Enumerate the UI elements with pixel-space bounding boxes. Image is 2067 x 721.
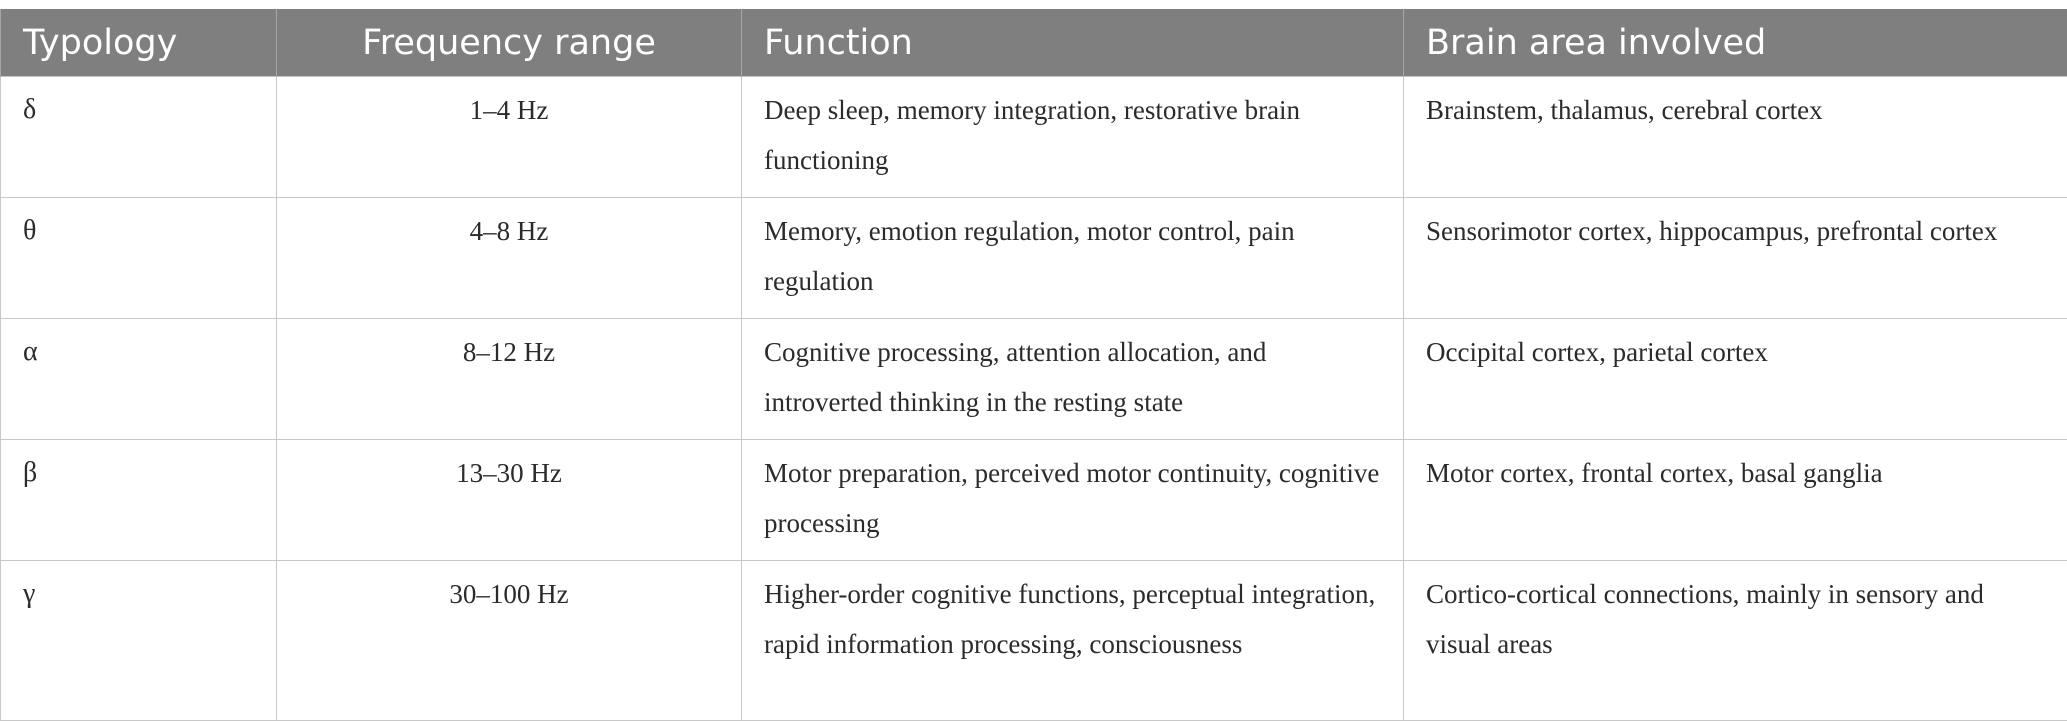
eeg-band-table: Typology Frequency range Function Brain … bbox=[0, 9, 2067, 721]
table-row: δ 1–4 Hz Deep sleep, memory integration,… bbox=[1, 77, 2067, 198]
cell-typology: δ bbox=[1, 77, 277, 198]
table-row: α 8–12 Hz Cognitive processing, attentio… bbox=[1, 319, 2067, 440]
table-body: δ 1–4 Hz Deep sleep, memory integration,… bbox=[1, 77, 2067, 721]
cell-function: Deep sleep, memory integration, restorat… bbox=[742, 77, 1404, 198]
header-brain-area: Brain area involved bbox=[1404, 9, 2067, 77]
cell-function: Cognitive processing, attention allocati… bbox=[742, 319, 1404, 440]
cell-brain-area: Sensorimotor cortex, hippocampus, prefro… bbox=[1404, 198, 2067, 319]
header-function: Function bbox=[742, 9, 1404, 77]
table-row: β 13–30 Hz Motor preparation, perceived … bbox=[1, 440, 2067, 561]
cell-frequency: 1–4 Hz bbox=[277, 77, 742, 198]
cell-frequency: 8–12 Hz bbox=[277, 319, 742, 440]
cell-typology: α bbox=[1, 319, 277, 440]
header-frequency-range: Frequency range bbox=[277, 9, 742, 77]
table-row: θ 4–8 Hz Memory, emotion regulation, mot… bbox=[1, 198, 2067, 319]
header-typology: Typology bbox=[1, 9, 277, 77]
cell-typology: θ bbox=[1, 198, 277, 319]
cell-function: Higher-order cognitive functions, percep… bbox=[742, 561, 1404, 721]
eeg-band-table-container: Typology Frequency range Function Brain … bbox=[0, 9, 2067, 721]
cell-brain-area: Brainstem, thalamus, cerebral cortex bbox=[1404, 77, 2067, 198]
cell-typology: β bbox=[1, 440, 277, 561]
cell-brain-area: Motor cortex, frontal cortex, basal gang… bbox=[1404, 440, 2067, 561]
cell-function: Motor preparation, perceived motor conti… bbox=[742, 440, 1404, 561]
cell-brain-area: Occipital cortex, parietal cortex bbox=[1404, 319, 2067, 440]
cell-brain-area: Cortico-cortical connections, mainly in … bbox=[1404, 561, 2067, 721]
cell-function: Memory, emotion regulation, motor contro… bbox=[742, 198, 1404, 319]
table-row: γ 30–100 Hz Higher-order cognitive funct… bbox=[1, 561, 2067, 721]
cell-frequency: 13–30 Hz bbox=[277, 440, 742, 561]
cell-frequency: 30–100 Hz bbox=[277, 561, 742, 721]
header-row: Typology Frequency range Function Brain … bbox=[1, 9, 2067, 77]
table-header: Typology Frequency range Function Brain … bbox=[1, 9, 2067, 77]
cell-frequency: 4–8 Hz bbox=[277, 198, 742, 319]
cell-typology: γ bbox=[1, 561, 277, 721]
